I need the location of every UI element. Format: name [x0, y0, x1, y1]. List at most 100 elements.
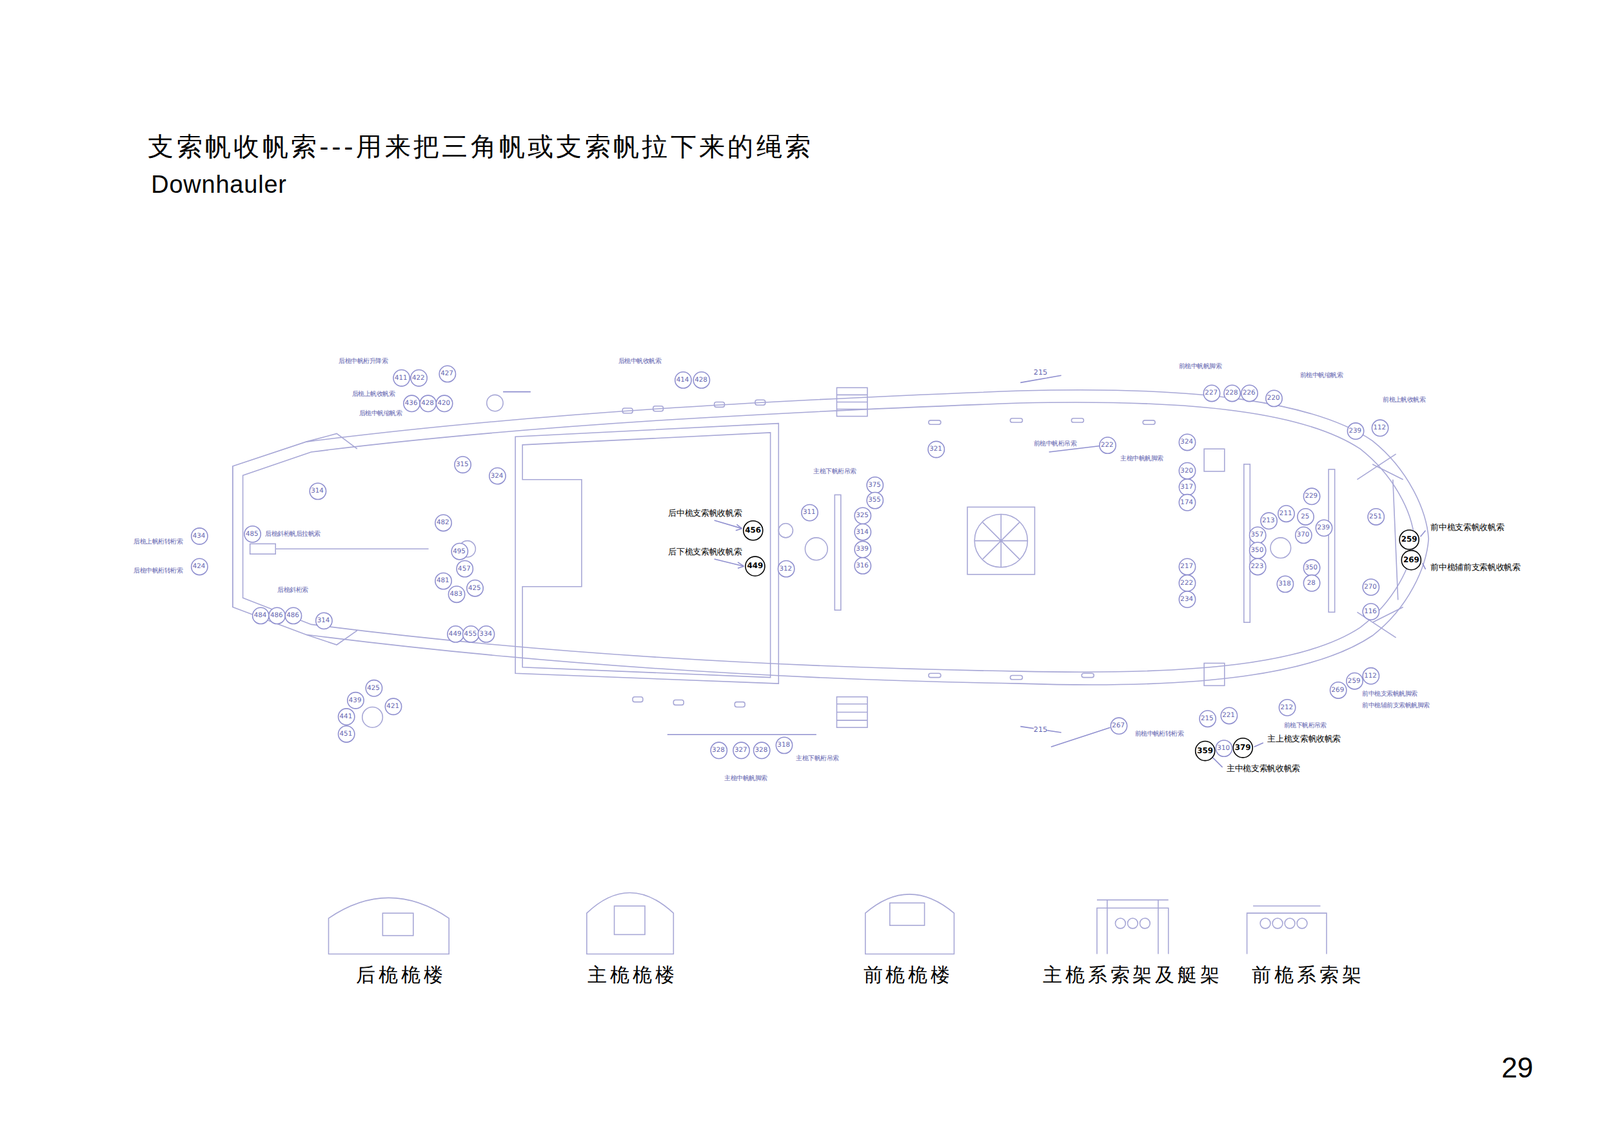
callout-circle: 228: [1222, 384, 1241, 402]
highlight-callout: 259前中桅支索帆收帆索: [1398, 529, 1420, 551]
callout-number: 259: [1347, 677, 1361, 684]
rigging-label: 前桅下帆桁吊索: [1283, 722, 1327, 729]
callout-number: 222: [1100, 441, 1114, 449]
callout-number: 211: [1279, 510, 1293, 517]
callout-number: 457: [457, 564, 471, 572]
callout-circle: 439: [346, 691, 364, 709]
callout-circle: 28: [1302, 573, 1321, 592]
drawing-line: [836, 697, 867, 728]
callout-number: 379: [1234, 744, 1252, 752]
drawing-line: [382, 913, 413, 936]
drawing-line: [1009, 675, 1023, 680]
callout-circle: 483: [447, 584, 465, 603]
drawing-line: [1244, 464, 1250, 623]
callout-circle: 215: [1198, 709, 1216, 727]
drawing-line: [974, 513, 1028, 567]
view-caption: 后桅桅楼: [355, 964, 446, 986]
rigging-label: 前桅中帆缩帆索: [1300, 372, 1343, 380]
drawing-line: [834, 494, 841, 611]
callout-number: 321: [929, 445, 943, 453]
callout-number: 339: [855, 545, 869, 553]
callout-number: 484: [254, 612, 267, 619]
drawing-line: [1020, 375, 1061, 733]
drawing-line: [1204, 448, 1225, 472]
top-details: [328, 893, 1327, 955]
callout-circle: 318: [775, 736, 793, 754]
callout-number: 483: [449, 590, 463, 598]
line-number: 215: [1033, 369, 1048, 378]
callout-number: 213: [1262, 517, 1275, 524]
callout-number: 425: [468, 584, 482, 591]
callout-circle: 370: [1294, 526, 1312, 544]
drawing-line: [1115, 918, 1126, 929]
view-caption: 主桅系索架及艇架: [1042, 964, 1223, 986]
callout-circle: 267: [1109, 717, 1128, 735]
highlight-callout: 269前中桅辅前支索帆收帆索: [1400, 550, 1422, 571]
callout-number: 312: [779, 564, 793, 572]
drawing-line: [673, 699, 684, 705]
callout-circle: 436: [402, 394, 420, 413]
hull: [232, 390, 1429, 685]
drawing-line: [889, 902, 925, 926]
drawing-line: [486, 394, 504, 411]
callout-number: 427: [440, 370, 454, 377]
callout-number: 428: [421, 399, 435, 407]
callout-circle: 315: [453, 455, 471, 473]
callout-number: 425: [366, 684, 380, 691]
drawing-line: [275, 548, 429, 550]
callout-circle: 424: [190, 557, 208, 576]
callout-number: 228: [1225, 389, 1239, 396]
callout-number: 422: [412, 374, 425, 381]
callout-circle: 375: [866, 475, 884, 494]
callout-number: 220: [1267, 394, 1281, 402]
callout-number: 212: [1280, 703, 1294, 711]
drawing-line: [632, 697, 643, 703]
drawing-line: [737, 562, 744, 569]
drawing-line: [1096, 900, 1169, 955]
rigging-label: 前中桅辅前支索帆收帆索: [1429, 563, 1522, 573]
drawing-line: [250, 543, 277, 554]
callout-number: 451: [339, 730, 353, 738]
callout-number: 314: [317, 617, 331, 624]
page-title: 支索帆收帆索---用来把三角帆或支索帆拉下来的绳索: [147, 132, 814, 162]
callout-number: 318: [777, 741, 791, 749]
callout-circle: 422: [409, 368, 427, 387]
drawing-line: [865, 894, 955, 955]
callout-circle: 455: [461, 624, 480, 643]
line-number: 215: [1033, 726, 1048, 735]
rigging-label: 主桅下帆桁吊索: [795, 755, 839, 762]
drawing-line: [503, 392, 1110, 748]
callout-number: 357: [1251, 531, 1265, 538]
drawing-line: [306, 433, 358, 645]
callout-circle: 350: [1248, 541, 1266, 559]
callout-number: 314: [855, 528, 869, 535]
drawing-line: [1422, 562, 1426, 569]
leader-lines: [503, 375, 1426, 768]
drawing-line: [1260, 918, 1271, 929]
callout-circle: 217: [1178, 557, 1196, 576]
drawing-line: [714, 401, 725, 407]
callout-circle: 226: [1240, 384, 1258, 402]
callout-circle: 482: [434, 513, 452, 532]
callout-circle: 213: [1259, 512, 1277, 530]
callout-circle: 339: [853, 540, 872, 558]
drawing-line: [653, 406, 664, 412]
rigging-label: 后桅斜桁索: [277, 586, 308, 594]
drawing-line: [1420, 530, 1426, 537]
callout-number: 315: [455, 461, 469, 468]
drawing-line: [232, 390, 1429, 685]
rigging-label: 后桅中帆桁升降索: [338, 357, 388, 365]
callout-circle: 434: [190, 526, 208, 545]
callout-circle: 411: [392, 368, 410, 387]
callout-circle: 314: [308, 482, 327, 500]
callout-number: 314: [310, 487, 324, 494]
callout-circle: 269: [1329, 681, 1347, 699]
drawing-line: [714, 520, 743, 529]
drawing-line: [804, 537, 828, 561]
callout-circle: 495: [450, 542, 469, 560]
callout-circle: 222: [1098, 435, 1116, 454]
callout-circle: 350: [1302, 558, 1321, 576]
callout-circle: 414: [673, 370, 692, 389]
callout-circle: 334: [477, 624, 495, 643]
callout-circle: 229: [1302, 487, 1321, 505]
